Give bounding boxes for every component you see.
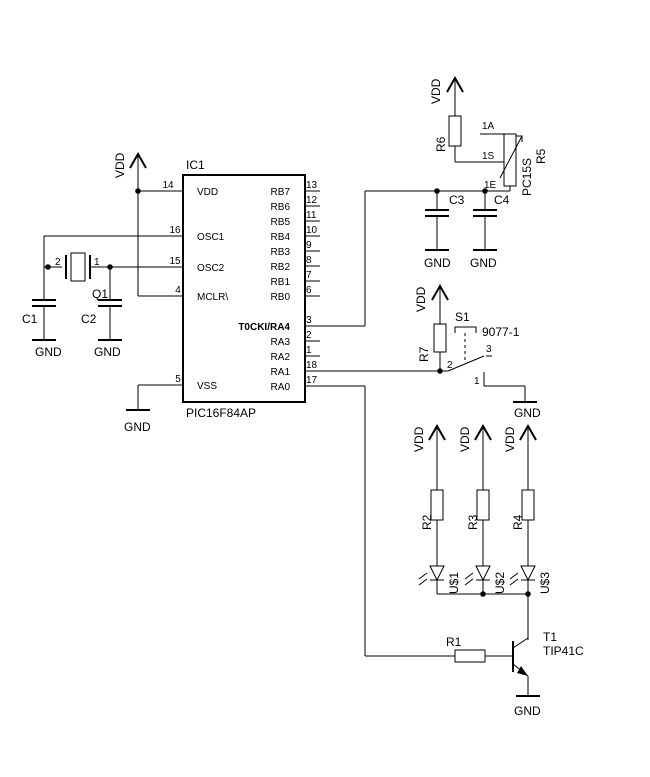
ic-pin-name: VDD xyxy=(197,187,218,198)
r4-label: R4 xyxy=(511,514,525,530)
ic-pin-num: 9 xyxy=(306,240,312,251)
c1-label: C1 xyxy=(22,312,38,326)
r2-label: R2 xyxy=(420,514,434,530)
ic1-ref: IC1 xyxy=(186,158,205,172)
c4-label: C4 xyxy=(494,193,510,207)
ic-pin-name: OSC1 xyxy=(197,232,225,243)
ic-pin-name: RA2 xyxy=(271,352,291,363)
ic1-body xyxy=(182,174,306,403)
ic-pin-num: 2 xyxy=(306,330,312,341)
r5-part: PC15S xyxy=(520,158,534,196)
r5-pin: 1S xyxy=(482,151,495,162)
ic-pin-name: RB3 xyxy=(271,247,291,258)
gnd-label: GND xyxy=(514,704,541,718)
ic-pin-num: 14 xyxy=(162,180,174,191)
ic-pin-name: MCLR\ xyxy=(197,292,228,303)
gnd-label: GND xyxy=(424,256,451,270)
ic-pin-name: RB6 xyxy=(271,202,291,213)
r6-label: R6 xyxy=(434,136,448,152)
ic-pin-num: 18 xyxy=(306,360,318,371)
t1-part: TIP41C xyxy=(543,644,584,658)
vdd-label: VDD xyxy=(412,426,426,452)
ic-pin-num: 16 xyxy=(169,225,181,236)
vdd-label: VDD xyxy=(458,426,472,452)
ic-pin-num: 11 xyxy=(306,210,317,221)
ic-pin-num: 8 xyxy=(306,255,312,266)
r5-pin: 1E xyxy=(484,180,497,191)
ic-pin-num: 5 xyxy=(175,374,181,385)
s1-ref: S1 xyxy=(455,310,470,324)
vdd-label: VDD xyxy=(429,78,443,104)
led1-label: U$1 xyxy=(447,572,461,594)
r3-label: R3 xyxy=(466,514,480,530)
gnd-label: GND xyxy=(94,345,121,359)
oscillator-circuit: 2 1 Q1 C1 GND C2 GND xyxy=(22,236,122,359)
s1-part: 9077-1 xyxy=(482,325,520,339)
s1-pin: 3 xyxy=(486,344,492,355)
crystal-pin: 1 xyxy=(94,257,100,268)
vdd-label: VDD xyxy=(414,286,428,312)
ic-pin-num: 17 xyxy=(306,375,318,386)
ic-vdd-net: VDD xyxy=(113,152,147,296)
ic-pin-name: RB7 xyxy=(271,187,291,198)
ic-pin-name: RB1 xyxy=(271,277,291,288)
ic-pin-num: 12 xyxy=(306,195,318,206)
crystal-pin: 2 xyxy=(55,257,61,268)
led2-label: U$2 xyxy=(493,572,507,594)
t1-ref: T1 xyxy=(543,630,557,644)
ic-pin-name: OSC2 xyxy=(197,263,225,274)
ic-pin-num: 10 xyxy=(306,225,318,236)
vdd-label: VDD xyxy=(113,152,127,178)
ic1: IC1 PIC16F84AP 14 VDD 16 OSC1 15 OSC2 4 … xyxy=(44,158,440,420)
ic-pin-num: 7 xyxy=(306,270,312,281)
gnd-label: GND xyxy=(514,406,541,420)
driver-circuit: R1 T1 TIP41C GND xyxy=(364,386,584,718)
ic-pin-num: 4 xyxy=(175,285,181,296)
r7-label: R7 xyxy=(417,346,431,362)
r5-ref: R5 xyxy=(534,148,548,164)
led3-label: U$3 xyxy=(538,572,552,594)
gnd-label: GND xyxy=(35,345,62,359)
ic-pin-name: RB5 xyxy=(271,217,291,228)
ic1-part: PIC16F84AP xyxy=(186,406,256,420)
ic-pin-name: RA0 xyxy=(271,382,291,393)
c3-label: C3 xyxy=(449,193,465,207)
ic-pin-num: 1 xyxy=(306,345,312,356)
c2-label: C2 xyxy=(81,312,97,326)
ic-pin-name: RB0 xyxy=(271,292,291,303)
ic-pin-name: RA3 xyxy=(271,337,291,348)
ic-pin-num: 3 xyxy=(306,315,312,326)
ic-pin-name: RA1 xyxy=(271,367,291,378)
s1-pin: 2 xyxy=(447,360,453,371)
r5-pin: 1A xyxy=(482,121,495,132)
ic-pin-num: 13 xyxy=(306,180,318,191)
ic-pin-name: RB2 xyxy=(271,262,291,273)
ic-pin-num: 6 xyxy=(306,285,312,296)
switch-circuit: VDD R7 S1 9077-1 2 3 1 GND xyxy=(414,285,541,420)
gnd-label: GND xyxy=(470,256,497,270)
vdd-label: VDD xyxy=(503,426,517,452)
ic-pin-name: VSS xyxy=(197,381,217,392)
ic-pin-num: 15 xyxy=(169,256,181,267)
sensor-network: C3 GND C4 GND VDD R6 1A 1S 1E PC15S R5 xyxy=(364,77,548,326)
s1-pin: 1 xyxy=(474,376,480,387)
crystal-ref: Q1 xyxy=(92,287,108,301)
ic-pin-name: RB4 xyxy=(271,232,291,243)
led-array: VDD R2 U$1 VDD R3 U$2 VDD R4 xyxy=(412,425,552,640)
ic-pin-name: T0CKI/RA4 xyxy=(238,322,290,333)
vss-gnd: GND xyxy=(124,385,151,434)
gnd-label: GND xyxy=(124,420,151,434)
r1-label: R1 xyxy=(446,635,462,649)
